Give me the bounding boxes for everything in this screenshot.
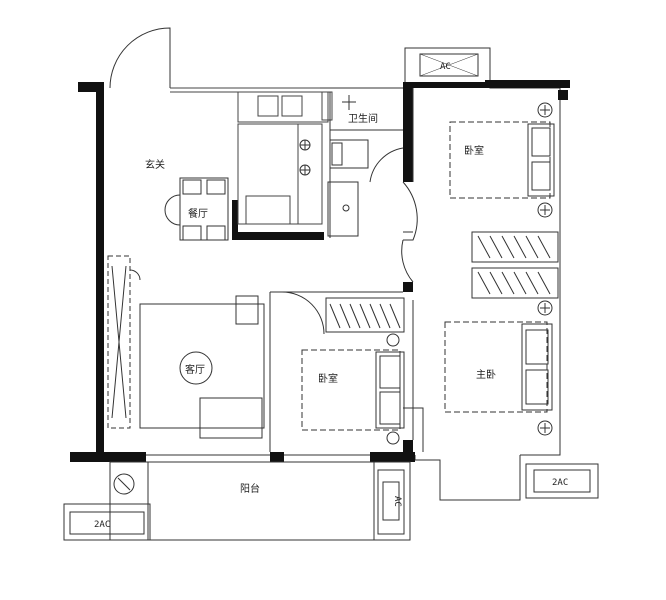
- ac-label-right-bottom: 2AC: [552, 478, 568, 488]
- top-bedroom: [412, 88, 555, 218]
- hallway-door: [401, 181, 418, 283]
- room-label-balcony: 阳台: [240, 482, 260, 495]
- room-label-bathroom: 卫生间: [348, 112, 378, 125]
- room-label-dining: 餐厅: [188, 207, 208, 220]
- ac-label-top: AC: [440, 62, 451, 72]
- room-label-bedroom-mid: 卧室: [318, 372, 338, 385]
- room-label-bedroom-top: 卧室: [464, 144, 484, 157]
- kitchen-counter: [170, 87, 333, 225]
- ac-unit-bottom-right: [525, 463, 599, 499]
- walls: [70, 80, 570, 462]
- entrance-door: [109, 27, 171, 89]
- ac-label-left-bottom: 2AC: [94, 520, 110, 530]
- balcony: [63, 461, 411, 541]
- stove-icon: [299, 139, 311, 176]
- master-bedroom: [412, 300, 553, 440]
- wardrobes: [471, 231, 559, 299]
- room-label-entrance: 玄关: [145, 158, 165, 171]
- room-label-living-room: 客厅: [185, 363, 205, 376]
- living-room-furniture: [107, 255, 265, 439]
- dining-table: [164, 177, 229, 241]
- ac-label-balcony-vertical: AC: [392, 496, 402, 507]
- middle-bedroom: [269, 291, 424, 452]
- ac-unit-top: [419, 53, 479, 77]
- room-label-master-bedroom: 主卧: [476, 368, 496, 381]
- bathroom-fixtures: [327, 92, 404, 238]
